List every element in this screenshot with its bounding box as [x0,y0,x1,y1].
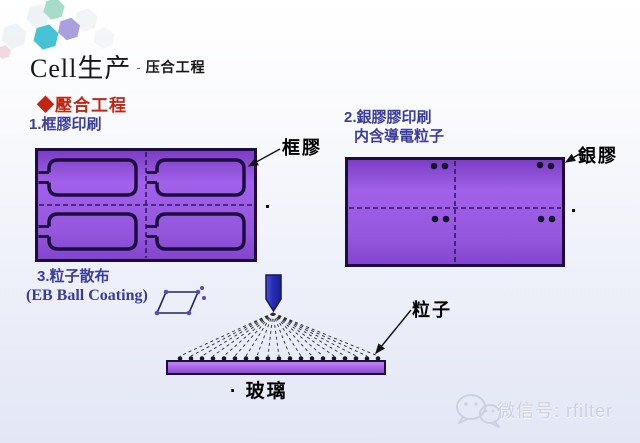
stray-dot-right [572,209,575,212]
diamond-bullet-icon: ◆ [37,96,55,115]
silver-glue-arrow [564,152,582,163]
particle-arrow [375,309,412,355]
eb-ball-icon [154,286,206,316]
frame-glue-loops [47,158,246,251]
particle-callout: 粒子 [412,300,452,320]
panel-scribe-lines [349,161,561,263]
page-title: Cell生产-压合工程 [30,48,206,85]
title-separator: - [136,60,141,75]
title-main: Cell生产 [30,54,132,83]
frame-glue-callout: 框膠 [282,138,322,158]
spray-lines [179,312,379,357]
step3-line1: 3.粒子散布 [37,268,110,285]
title-sub: 压合工程 [145,59,206,75]
silver-glue-callout: 銀膠 [578,146,618,166]
stray-dot-left [266,205,269,208]
glass-callout: · 玻璃 [230,376,288,403]
step2-line2: 内含導電粒子 [354,128,445,145]
section-heading: ◆壓合工程 [37,91,127,116]
fill-port-lines [38,171,157,238]
panel-scribe-lines [39,152,253,258]
step2-line1: 2.銀膠膠印刷 [344,109,432,126]
frame-glue-arrow [247,148,281,167]
spray-nozzle [265,274,282,313]
section-heading-text: 壓合工程 [55,96,127,115]
step1-label: 1.框膠印刷 [29,116,102,133]
frame-glue-panel [35,148,257,262]
step2-label: 2.銀膠膠印刷 内含導電粒子 [344,108,444,146]
glass-bullet: · [230,381,239,402]
step3-line2: (EB Ball Coating) [26,287,148,304]
silver-glue-dots [430,161,556,223]
glass-label: 玻璃 [245,381,288,402]
watermark-text: 微信号: rfilter [497,401,614,421]
particle-dots [177,356,381,361]
silver-glue-panel [345,157,565,267]
glass-bar [166,360,386,375]
wechat-icon [456,394,501,428]
